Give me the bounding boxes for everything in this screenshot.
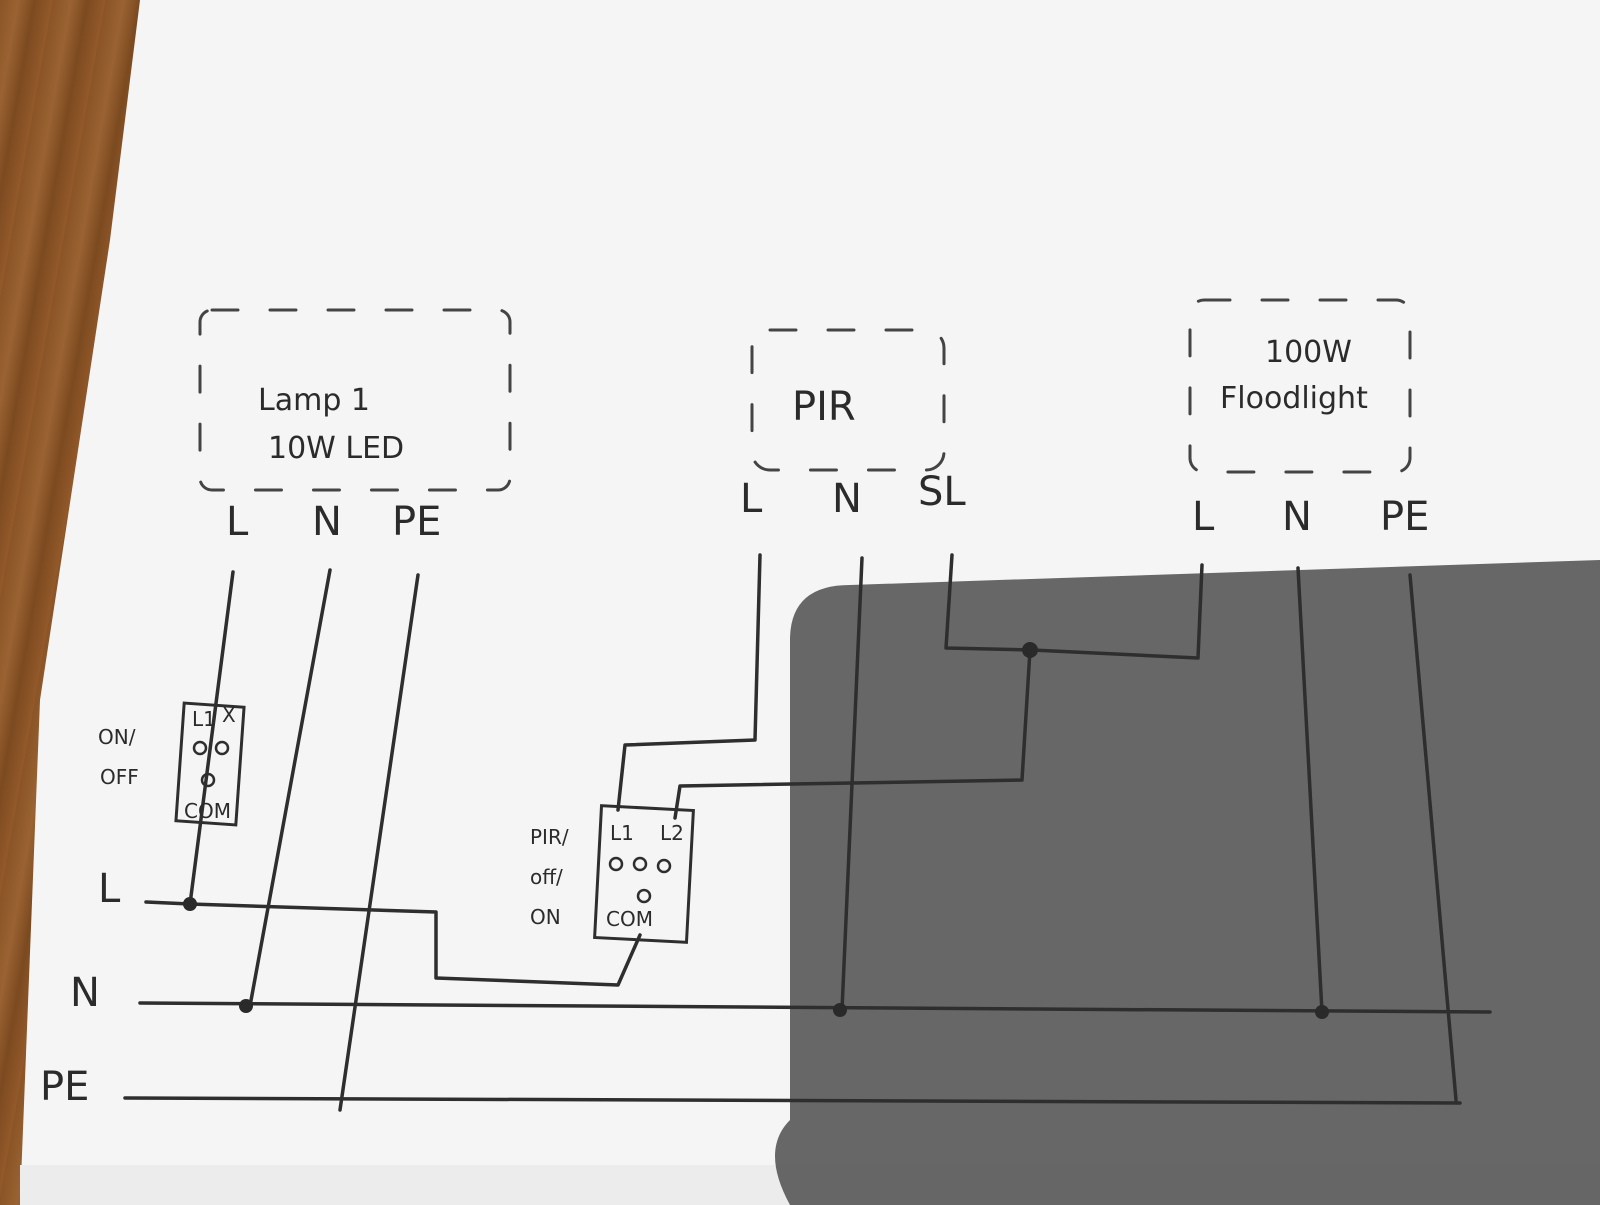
pir-switch-label-1: PIR/ — [530, 825, 569, 849]
pir-terminal-n: N — [832, 476, 862, 522]
pir-live-feed-wire — [616, 553, 762, 812]
lamp-terminal-pe: PE — [392, 499, 441, 545]
lamp-terminal-l: L — [226, 499, 249, 545]
earth-rail-wire — [123, 1096, 1462, 1105]
onoff-switch-com: COM — [184, 799, 231, 823]
shadow-region — [775, 560, 1600, 1205]
pir-switch-terminal — [632, 856, 648, 872]
pir-neutral-junction-node — [833, 1003, 847, 1017]
lamp-rating: 10W LED — [268, 431, 404, 466]
pir-switch-box — [593, 804, 695, 944]
floodlight-box — [1188, 298, 1412, 474]
onoff-switch-box — [174, 701, 246, 827]
lamp-earth-wire — [338, 573, 420, 1112]
onoff-switch-label-2: OFF — [100, 765, 139, 789]
lamp-title: Lamp 1 — [258, 383, 370, 418]
floodlight-neutral-wire — [1296, 566, 1324, 1014]
lamp-box — [198, 308, 512, 492]
onoff-switch-t1: L1 — [192, 707, 216, 731]
supply-neutral-label: N — [70, 970, 100, 1016]
supply-live-label: L — [98, 866, 121, 912]
neutral-rail-wire — [138, 1001, 1492, 1014]
pir-terminal-sl: SL — [918, 469, 966, 515]
pir-switch-label-2: off/ — [530, 865, 563, 889]
onoff-switch-t2: X — [222, 703, 236, 727]
floodlight-title: Floodlight — [1220, 381, 1368, 416]
floodlight-terminal-pe: PE — [1380, 494, 1429, 540]
pir-title: PIR — [792, 384, 856, 430]
neutral-junction-node — [239, 999, 253, 1013]
floodlight-neutral-junction-node — [1315, 1005, 1329, 1019]
pir-box — [750, 328, 946, 472]
pir-switch-terminal — [656, 858, 672, 874]
supply-earth-label: PE — [40, 1064, 89, 1110]
floodlight-terminal-l: L — [1192, 494, 1215, 540]
onoff-switch-label-1: ON/ — [98, 725, 136, 749]
lamp-live-wire — [188, 570, 235, 906]
pir-switch-terminal — [608, 856, 624, 872]
live-rail-wire — [144, 900, 642, 987]
lamp-terminal-n: N — [312, 499, 342, 545]
onoff-switch-terminal — [200, 772, 216, 788]
switched-live-junction-node — [1022, 642, 1038, 658]
onoff-switch-terminal — [192, 740, 208, 756]
switch-l2-bypass-wire — [673, 648, 1032, 820]
floodlight-terminal-n: N — [1282, 494, 1312, 540]
pir-switch-com: COM — [606, 907, 653, 931]
pir-switch-label-3: ON — [530, 905, 561, 929]
pir-switch-t1: L1 — [610, 821, 634, 845]
pir-switch-t2: L2 — [660, 821, 684, 845]
onoff-switch-terminal — [214, 740, 230, 756]
pir-terminal-l: L — [740, 476, 763, 522]
floodlight-rating: 100W — [1265, 335, 1352, 370]
lamp-neutral-wire — [248, 568, 332, 1008]
floodlight-earth-wire — [1408, 573, 1458, 1102]
pir-switch-terminal — [636, 888, 652, 904]
live-junction-node — [183, 897, 197, 911]
